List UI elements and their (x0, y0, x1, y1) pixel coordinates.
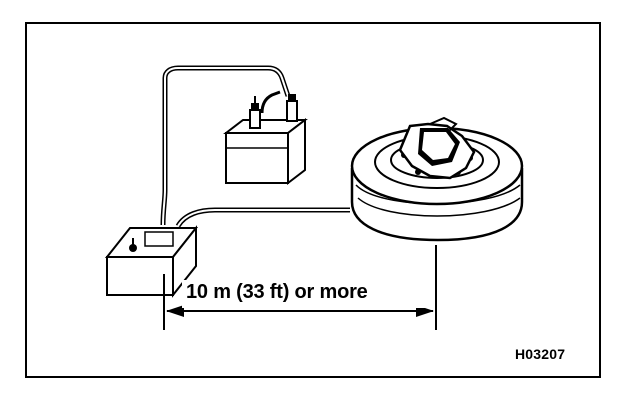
figure-id-label: H03207 (515, 346, 566, 362)
tester-box-icon (104, 225, 199, 298)
battery-icon (223, 94, 308, 186)
distance-dimension (163, 245, 437, 330)
tire-icon (350, 116, 524, 242)
sensor-cable (175, 207, 350, 228)
distance-label: 10 m (33 ft) or more (186, 281, 368, 303)
